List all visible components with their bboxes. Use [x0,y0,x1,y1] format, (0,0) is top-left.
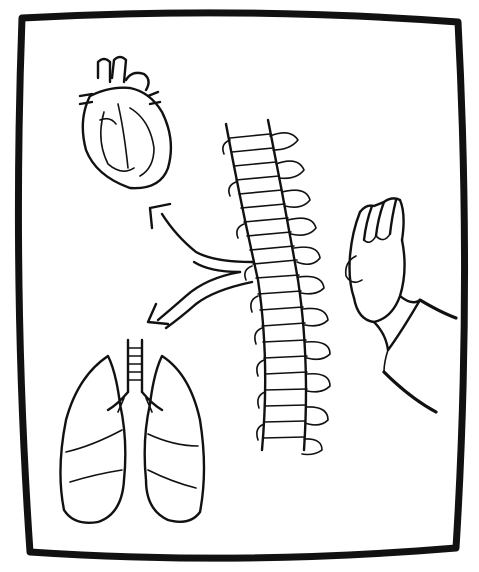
lungs-icon [60,340,204,523]
spine-icon [223,120,330,455]
arrow-up-left-icon [150,204,252,272]
hand-icon [346,198,456,412]
arrow-down-left-icon [148,272,252,328]
heart-icon [80,57,171,188]
